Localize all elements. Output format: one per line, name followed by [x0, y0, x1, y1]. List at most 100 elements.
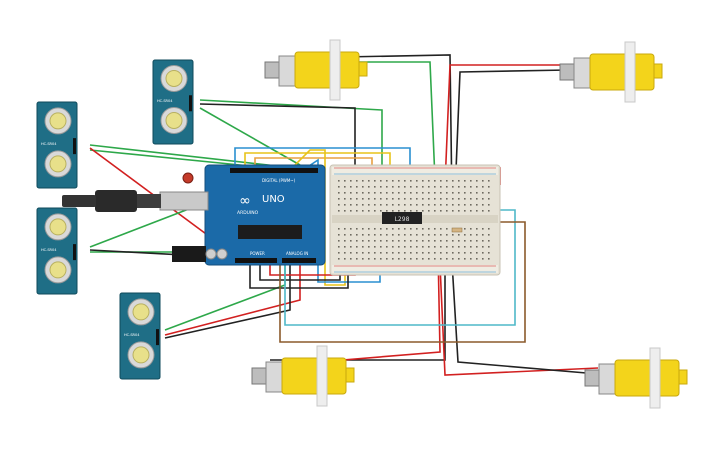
usb-cable-plug[interactable]	[95, 190, 137, 212]
breadboard-hole	[416, 234, 418, 236]
breadboard-hole	[350, 252, 352, 254]
wire-black[interactable]	[451, 261, 599, 375]
breadboard-hole	[386, 246, 388, 248]
breadboard-hole	[338, 240, 340, 242]
motor-cap	[678, 369, 688, 385]
wire-red[interactable]	[439, 264, 599, 376]
breadboard-hole	[350, 180, 352, 182]
dc-gear-motor[interactable]	[559, 41, 663, 103]
breadboard-hole	[362, 192, 364, 194]
breadboard-hole	[380, 240, 382, 242]
breadboard-hole	[362, 180, 364, 182]
breadboard-hole	[434, 198, 436, 200]
transducer-mesh	[165, 69, 183, 87]
breadboard-hole	[404, 234, 406, 236]
breadboard-hole	[374, 210, 376, 212]
breadboard-hole	[470, 246, 472, 248]
breadboard-hole	[398, 186, 400, 188]
breadboard-hole	[434, 204, 436, 206]
breadboard-hole	[410, 228, 412, 230]
wire-black[interactable]	[454, 69, 569, 196]
breadboard-hole	[410, 240, 412, 242]
breadboard-hole	[416, 186, 418, 188]
transducer-mesh	[132, 303, 150, 321]
wire-black[interactable]	[199, 103, 356, 175]
breadboard-hole	[404, 240, 406, 242]
wire-green[interactable]	[89, 144, 296, 169]
wire-brown[interactable]	[279, 221, 526, 343]
breadboard-hole	[440, 180, 442, 182]
breadboard-hole	[368, 204, 370, 206]
breadboard-hole	[392, 234, 394, 236]
breadboard-hole	[392, 204, 394, 206]
ultrasonic-sensor[interactable]: HC-SR04	[119, 292, 161, 380]
breadboard-hole	[374, 204, 376, 206]
breadboard-hole	[350, 210, 352, 212]
ultrasonic-sensor[interactable]: HC-SR04	[152, 59, 194, 145]
breadboard-hole	[428, 192, 430, 194]
breadboard-hole	[368, 192, 370, 194]
breadboard-hole	[338, 252, 340, 254]
sensor-model-label: HC-SR04	[41, 142, 57, 146]
breadboard-hole	[428, 210, 430, 212]
breadboard-hole	[410, 246, 412, 248]
wire-green[interactable]	[199, 99, 383, 170]
transducer-mesh	[165, 111, 183, 129]
breadboard-hole	[476, 180, 478, 182]
breadboard-hole	[338, 210, 340, 212]
breadboard-hole	[392, 228, 394, 230]
breadboard-hole	[416, 228, 418, 230]
breadboard-hole	[428, 258, 430, 260]
dc-gear-motor[interactable]	[584, 347, 688, 409]
breadboard-hole	[356, 192, 358, 194]
driver-chip[interactable]	[382, 212, 422, 224]
breadboard-hole	[380, 210, 382, 212]
breadboard-hole	[338, 246, 340, 248]
breadboard-hole	[458, 246, 460, 248]
breadboard-hole	[344, 180, 346, 182]
breadboard-holes	[338, 180, 490, 260]
breadboard-hole	[398, 210, 400, 212]
transducer-mesh	[49, 261, 67, 279]
breadboard-hole	[452, 234, 454, 236]
breadboard-hole	[470, 204, 472, 206]
dc-gear-motor[interactable]	[264, 39, 368, 101]
breadboard-hole	[440, 192, 442, 194]
breadboard-hole	[482, 180, 484, 182]
power-header[interactable]	[235, 258, 277, 263]
capacitor	[205, 248, 217, 260]
resistor[interactable]	[451, 227, 463, 233]
breadboard-hole	[350, 204, 352, 206]
usb-port[interactable]	[159, 191, 209, 211]
breadboard-hole	[404, 204, 406, 206]
wire-cyan[interactable]	[284, 209, 516, 326]
wire-black[interactable]	[164, 265, 291, 339]
breadboard-hole	[374, 198, 376, 200]
wire-green[interactable]	[199, 107, 301, 166]
breadboard-hole	[392, 246, 394, 248]
breadboard-hole	[362, 198, 364, 200]
digital-header[interactable]	[230, 168, 318, 173]
breadboard: L298	[329, 164, 501, 276]
breadboard-hole	[410, 180, 412, 182]
motor-gearbox	[294, 51, 360, 89]
analog-header-label: ANALOG IN	[286, 251, 308, 256]
dc-gear-motor[interactable]	[251, 345, 355, 407]
breadboard-hole	[410, 258, 412, 260]
arduino-uno-board[interactable]: ∞ UNO ARDUINO DIGITAL (PWM~) POWER ANALO…	[62, 164, 326, 266]
wire-red[interactable]	[444, 64, 568, 186]
breadboard-hole	[458, 240, 460, 242]
breadboard-hole	[404, 210, 406, 212]
breadboard-hole	[416, 246, 418, 248]
usb-cable-neck	[137, 194, 161, 208]
breadboard-hole	[446, 240, 448, 242]
reset-button[interactable]	[182, 172, 194, 184]
breadboard-hole	[476, 198, 478, 200]
analog-header[interactable]	[282, 258, 316, 263]
ultrasonic-sensor[interactable]: HC-SR04	[36, 101, 78, 189]
breadboard-hole	[452, 240, 454, 242]
power-jack[interactable]	[172, 246, 206, 262]
ultrasonic-sensor[interactable]: HC-SR04	[36, 207, 78, 295]
breadboard-hole	[404, 180, 406, 182]
